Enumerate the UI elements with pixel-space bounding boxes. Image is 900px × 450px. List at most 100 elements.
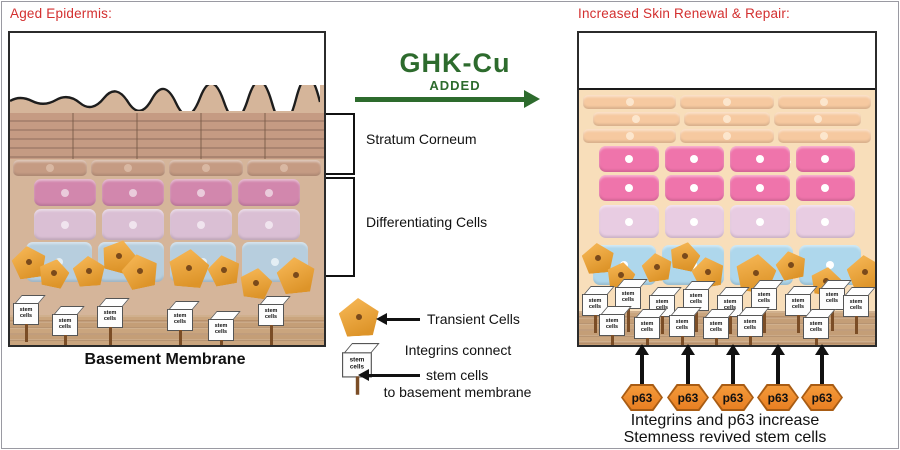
bracket-stratum-corneum (326, 113, 355, 175)
p63-label: p63 (759, 386, 797, 409)
stem-cell-label: stem cells (13, 303, 39, 325)
integrin-stem (831, 309, 834, 331)
skin-cell (170, 179, 232, 206)
integrin-stem (64, 335, 67, 345)
skin-cell (795, 175, 855, 201)
stem-cell-label: stem cells (703, 317, 729, 339)
legend-transient-arrow (376, 313, 420, 325)
stem-cell-label: stem cells (582, 294, 608, 316)
integrin-stem (646, 338, 649, 345)
renewed-cell-row-pink2 (579, 175, 875, 201)
integrin-stem (179, 330, 182, 345)
stem-cell-box: stem cells (97, 298, 130, 345)
p63-label: p63 (803, 386, 841, 409)
p63-label: p63 (714, 386, 752, 409)
legend-transient-cell-icon (338, 297, 380, 337)
aged-epidermis-panel: stem cells stem cells stem cells stem ce… (8, 31, 326, 347)
p63-label: p63 (669, 386, 707, 409)
renewed-skin-panel: stem cells stem cells stem cells stem ce… (577, 31, 877, 347)
stem-cell-box: stem cells (703, 309, 736, 345)
legend-integrins-line2: stem cells (426, 367, 489, 383)
skin-cell (599, 146, 659, 172)
skin-cell (102, 209, 164, 240)
integrin-stem (355, 376, 360, 395)
p63-arrow (815, 344, 829, 386)
integrin-stem (715, 338, 718, 345)
renewed-corneum-brick-row (579, 112, 875, 126)
legend-integrins-line1: Integrins connect (404, 342, 512, 358)
renewed-skin-title: Increased Skin Renewal & Repair: (578, 6, 791, 21)
skin-cell (664, 175, 724, 201)
stem-cell-box: stem cells (615, 279, 648, 332)
skin-cell (34, 179, 96, 206)
stem-cell-label: stem cells (819, 288, 845, 310)
differentiating-cells-label: Differentiating Cells (366, 214, 488, 230)
corneocyte (169, 160, 243, 176)
stem-cell-label: stem cells (843, 295, 869, 317)
renewed-corneum-brick-row (579, 95, 875, 109)
stem-cell-box: stem cells (803, 309, 836, 345)
p63-arrow (635, 344, 649, 386)
stem-cell-label: stem cells (258, 304, 284, 326)
stem-cell-box: stem cells (843, 287, 875, 334)
integrin-stem (855, 316, 858, 334)
integrin-stem (661, 316, 664, 334)
corneocyte (774, 112, 862, 126)
corneocyte (247, 160, 321, 176)
corneocyte (680, 129, 774, 143)
bracket-differentiating-cells (326, 177, 355, 277)
stem-cell-label: stem cells (599, 314, 625, 336)
integrin-stem (695, 310, 698, 332)
p63-arrow (726, 344, 740, 386)
p63-arrow (681, 344, 695, 386)
skin-cell (795, 205, 855, 238)
aged-epidermis-title: Aged Epidermis: (10, 6, 113, 21)
epidermis-surface-line (10, 85, 320, 111)
integrin-stem (109, 327, 112, 345)
legend-integrins-line3: to basement membrane (383, 384, 532, 400)
ghk-cu-title: GHK-Cu (399, 48, 511, 78)
p63-hexagon: p63 (667, 384, 709, 411)
skin-cell (238, 209, 300, 240)
stem-cell-label: stem cells (208, 319, 234, 341)
renewed-cell-row-lavender (579, 205, 875, 238)
skin-cell (170, 209, 232, 240)
integrin-stem (749, 336, 752, 345)
stem-cell-box: stem cells (52, 306, 85, 345)
stem-cell-box: stem cells (669, 307, 702, 345)
integrin-stem (220, 340, 223, 345)
skin-cell (34, 209, 96, 240)
corneocyte (777, 95, 871, 109)
stem-cell-box: stem cells (258, 296, 291, 345)
stem-cell-box: stem cells (634, 309, 667, 345)
stem-cell-box-top (343, 343, 380, 354)
stem-cell-label: stem cells (737, 315, 763, 337)
stem-cell-label: stem cells (669, 315, 695, 337)
ghk-arrow (355, 90, 540, 108)
corneocyte (680, 95, 774, 109)
p63-hexagon: p63 (757, 384, 799, 411)
stem-cell-box: stem cells (737, 307, 770, 345)
stem-cell-box: stem cells (785, 286, 818, 333)
stem-cell-box: stem cells (751, 280, 784, 333)
legend-integrins-arrow (358, 369, 420, 381)
p63-label: p63 (623, 386, 661, 409)
renewed-caption-line1: Integrins and p63 increase (630, 412, 820, 429)
aged-cell-row-lavender (10, 209, 324, 240)
renewed-air-space (579, 33, 875, 90)
stem-cell-label: stem cells (634, 317, 660, 339)
skin-cell (599, 175, 659, 201)
integrin-stem (763, 309, 766, 333)
integrin-stem (594, 315, 597, 333)
renewed-caption-line2: Stemness revived stem cells (623, 429, 827, 446)
p63-arrow (771, 344, 785, 386)
stem-cell-box: stem cells (582, 286, 615, 333)
aged-stratum-corneum-layer (10, 113, 324, 159)
aged-air-space (10, 33, 324, 85)
corneocyte (683, 112, 771, 126)
renewed-cell-row-pink1 (579, 146, 875, 172)
stem-cell-box: stem cells (208, 311, 241, 345)
stem-cell-box: stem cells (13, 295, 46, 342)
renewed-corneum-brick-row (579, 129, 875, 143)
